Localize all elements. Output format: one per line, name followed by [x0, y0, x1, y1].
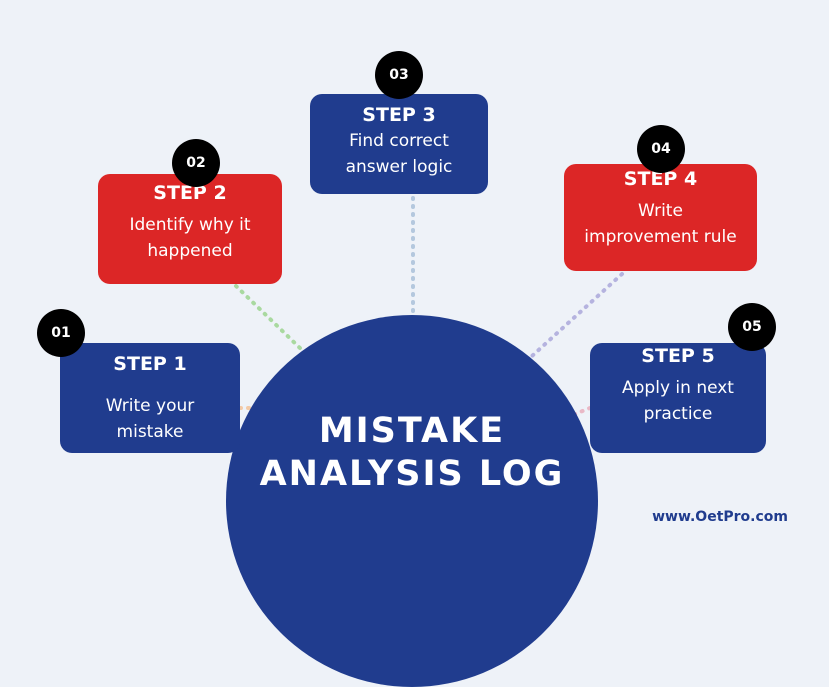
step-4-title: STEP 4 — [623, 168, 698, 190]
infographic: MISTAKE ANALYSIS LOG STEP 1 Write your m… — [37, 51, 788, 687]
step-4-card: STEP 4 Write improvement rule — [564, 164, 757, 271]
step-1-desc-line-2: mistake — [116, 422, 184, 442]
step-4-desc-line-1: Write — [638, 201, 683, 221]
step-5-badge: 05 — [728, 303, 776, 351]
step-3-title: STEP 3 — [362, 104, 436, 126]
step-1-badge: 01 — [37, 309, 85, 357]
step-5-desc-line-2: practice — [643, 404, 713, 424]
step-1-desc-line-1: Write your — [105, 396, 195, 416]
step-2-desc-line-2: happened — [147, 241, 233, 261]
website-url: www.OetPro.com — [652, 509, 788, 525]
center-circle — [226, 315, 598, 687]
step-3-badge: 03 — [375, 51, 423, 99]
connector-step-5 — [573, 406, 592, 416]
step-2-badge: 02 — [172, 139, 220, 187]
step-2-card: STEP 2 Identify why it happened — [98, 174, 282, 284]
step-2-desc-line-1: Identify why it — [129, 215, 251, 235]
step-4-desc-line-2: improvement rule — [584, 227, 737, 247]
page-title: MISTAKE ANALYSIS LOG — [226, 410, 598, 496]
step-5-desc-line-1: Apply in next — [622, 378, 734, 398]
step-4-badge: 04 — [637, 125, 685, 173]
connector-step-2 — [234, 284, 304, 352]
step-5-title: STEP 5 — [641, 345, 715, 367]
step-1-card: STEP 1 Write your mistake — [60, 343, 240, 453]
step-1-title: STEP 1 — [113, 353, 187, 375]
step-2-title: STEP 2 — [153, 182, 227, 204]
step-5-card: STEP 5 Apply in next practice — [590, 343, 766, 453]
title-line-2: ANALYSIS LOG — [259, 454, 565, 494]
step-3-card: STEP 3 Find correct answer logic — [310, 94, 488, 194]
step-3-desc-line-1: Find correct — [349, 131, 449, 151]
title-line-1: MISTAKE — [318, 411, 506, 451]
step-3-desc-line-2: answer logic — [345, 157, 453, 177]
